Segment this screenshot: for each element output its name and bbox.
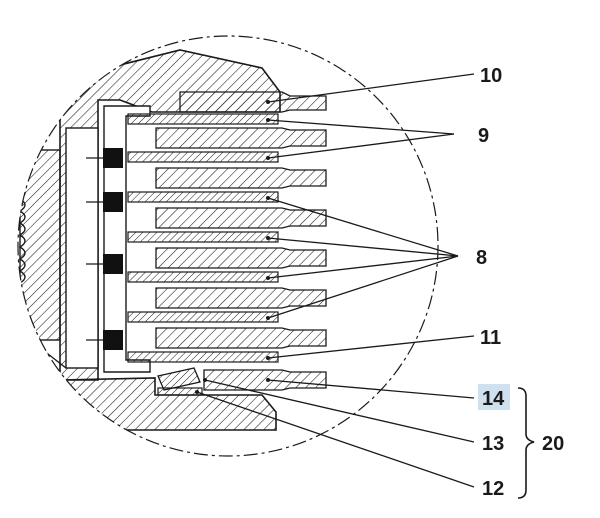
inner-carrier	[103, 105, 151, 373]
mechanism	[18, 49, 327, 431]
outer-plates	[155, 91, 327, 391]
group-brace	[517, 387, 535, 499]
seal-block	[103, 330, 123, 350]
label-8: 8	[476, 247, 487, 269]
detail-circle	[17, 35, 439, 457]
label-9: 9	[478, 125, 489, 147]
spring-waves	[18, 174, 26, 284]
seal-block	[103, 254, 123, 274]
label-14-highlight	[478, 384, 510, 410]
hub-left	[19, 149, 61, 341]
shaft	[65, 127, 99, 369]
label-14: 14	[482, 388, 505, 410]
label-20: 20	[542, 433, 564, 455]
seal-block	[103, 192, 123, 212]
label-10: 10	[480, 65, 502, 87]
wedge-ring	[157, 387, 203, 396]
inner-plates	[127, 113, 279, 363]
seal-block	[103, 148, 123, 168]
label-12: 12	[482, 478, 504, 500]
label-11: 11	[480, 327, 501, 349]
retaining-ring	[157, 367, 201, 391]
label-13: 13	[482, 433, 504, 455]
leader-lines	[196, 73, 475, 488]
